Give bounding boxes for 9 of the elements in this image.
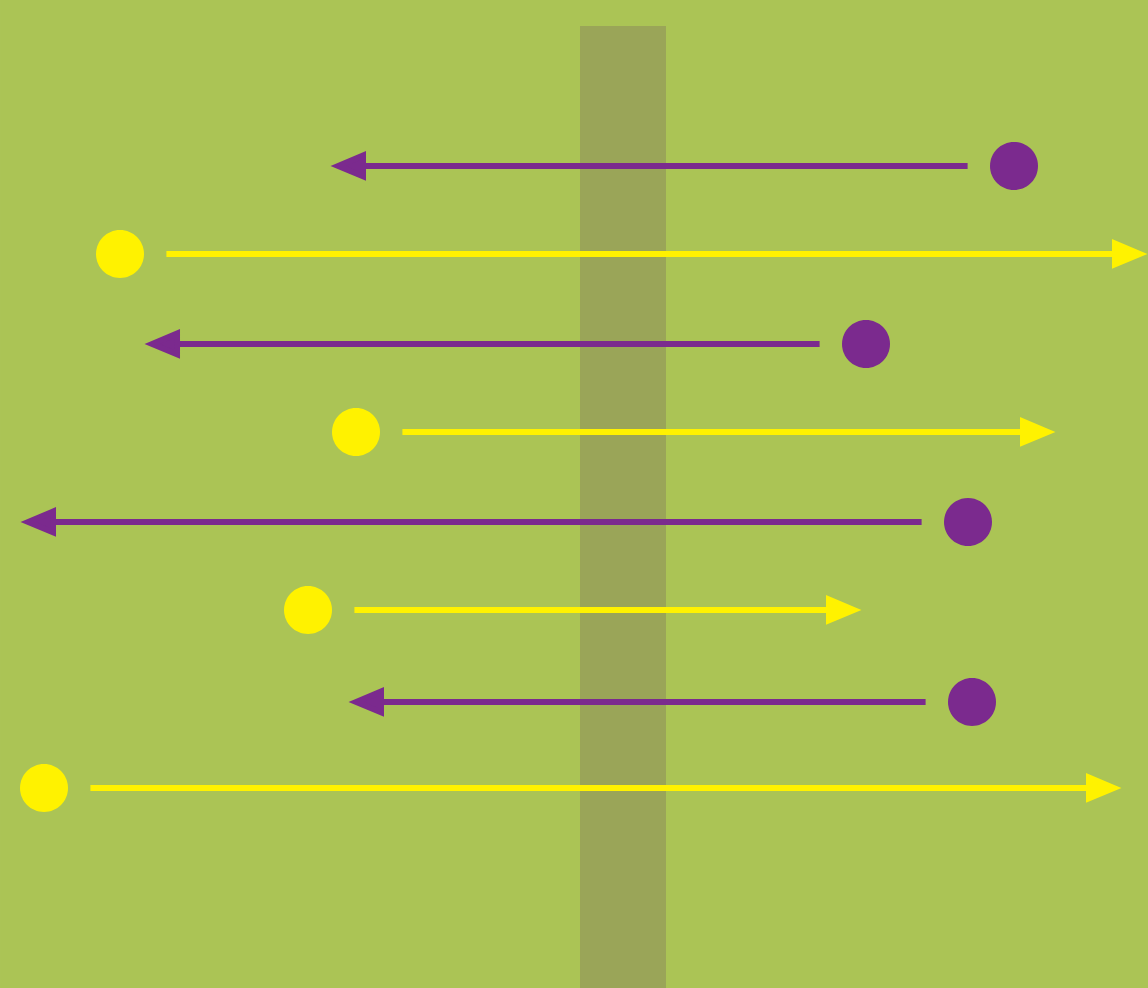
dot bbox=[948, 677, 996, 726]
vertical-bar bbox=[580, 26, 666, 988]
dot bbox=[944, 497, 992, 546]
dot bbox=[990, 142, 1038, 190]
dot bbox=[20, 763, 68, 812]
dot bbox=[284, 585, 332, 634]
dot bbox=[96, 230, 144, 278]
dot bbox=[842, 320, 890, 368]
dot bbox=[332, 408, 380, 456]
